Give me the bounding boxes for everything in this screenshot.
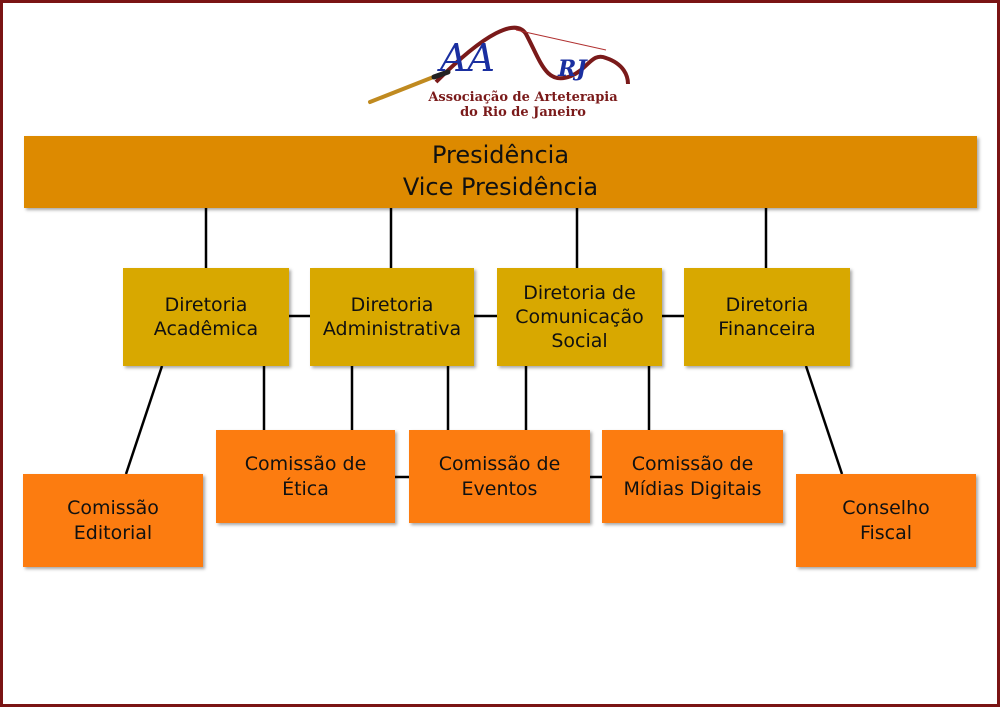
comissao-etica-box: Comissão de Ética: [216, 430, 395, 523]
diretoria-comunicacao-box: Diretoria de Comunicação Social: [497, 268, 662, 366]
diretoria-label: Diretoria: [164, 293, 248, 316]
comissao-editorial-box: Comissão Editorial: [23, 474, 203, 567]
comissao-label: Mídias Digitais: [623, 477, 762, 500]
comissao-label: Comissão de: [438, 453, 561, 476]
diretoria-label: Administrativa: [322, 318, 462, 340]
presidencia-label: Presidência: [431, 141, 570, 170]
diretoria-label: Social: [551, 330, 608, 353]
diretoria-label: Diretoria: [725, 293, 809, 316]
comissao-label: Comissão: [67, 497, 159, 520]
logo-mark-main: AA: [440, 36, 495, 80]
vice-presidencia-label: Vice Presidência: [402, 173, 599, 201]
presidencia-box: Presidência Vice Presidência: [24, 136, 977, 208]
logo-text-line2: do Rio de Janeiro: [460, 105, 586, 120]
diretoria-label: Comunicação: [515, 305, 644, 328]
connector: [124, 365, 164, 475]
logo-mark-sub: RJ: [558, 56, 587, 82]
comissao-midias-digitais-box: Comissão de Mídias Digitais: [602, 430, 783, 523]
connector: [804, 365, 844, 475]
logo: AA RJ Associação de Arteterapia do Rio d…: [366, 14, 636, 124]
comissao-label: Comissão de: [244, 453, 367, 476]
comissao-label: Eventos: [461, 477, 538, 500]
diretoria-label: Acadêmica: [153, 318, 259, 340]
logo-mark-icon: [368, 25, 630, 104]
logo-text-line1: Associação de Arteterapia: [428, 90, 618, 105]
diretoria-label: Diretoria: [350, 293, 434, 316]
diretoria-label: Diretoria de: [523, 281, 636, 304]
comissao-label: Editorial: [73, 521, 153, 544]
comissao-eventos-box: Comissão de Eventos: [409, 430, 590, 523]
diretoria-financeira-box: Diretoria Financeira: [684, 268, 850, 366]
diretoria-administrativa-box: Diretoria Administrativa: [310, 268, 474, 366]
comissao-label: Ética: [282, 477, 329, 500]
comissao-label: Conselho: [842, 497, 930, 520]
diretoria-academica-box: Diretoria Acadêmica: [123, 268, 289, 366]
comissao-label: Comissão de: [631, 453, 754, 476]
diretoria-label: Financeira: [718, 318, 816, 340]
comissao-label: Fiscal: [859, 521, 913, 544]
conselho-fiscal-box: Conselho Fiscal: [796, 474, 976, 567]
